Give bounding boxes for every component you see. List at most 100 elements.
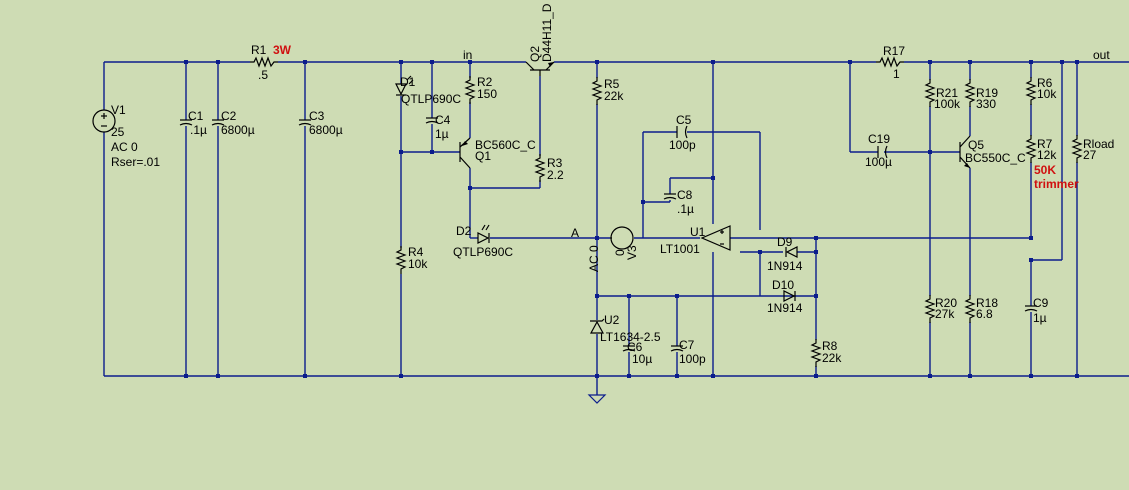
r3-resistor-symbol[interactable] (535, 153, 545, 183)
r8-resistor-symbol[interactable] (811, 338, 821, 368)
in-label: in (463, 48, 472, 62)
c2-value: 6800µ (221, 123, 255, 137)
d9-value: 1N914 (767, 259, 803, 273)
r1-resistor-symbol[interactable] (250, 56, 278, 68)
c19-capacitor-symbol[interactable] (877, 145, 888, 159)
r19-resistor-symbol[interactable] (965, 78, 975, 108)
r5-name: R5 (604, 77, 620, 91)
u1-opamp-symbol[interactable] (700, 225, 731, 251)
v1-source-symbol[interactable] (92, 109, 116, 133)
r17-name: R17 (883, 44, 905, 58)
c7-value: 100p (679, 352, 706, 366)
c5-value: 100p (669, 138, 696, 152)
c4-name: C4 (435, 113, 451, 127)
c19-value: 100µ (865, 155, 892, 169)
q5-name: Q5 (968, 138, 984, 152)
c2-name: C2 (221, 109, 237, 123)
r19-name: R19 (976, 86, 998, 100)
u2-value: LT1634-2.5 (600, 330, 661, 344)
r4-value: 10k (408, 257, 428, 271)
d1-value: QTLP690C (401, 92, 461, 106)
r20-value: 27k (935, 307, 955, 321)
c5-name: C5 (676, 113, 692, 127)
d10-diode-symbol[interactable] (783, 290, 796, 302)
r21-value: 100k (934, 97, 961, 111)
c3-value: 6800µ (309, 123, 343, 137)
r2-name: R2 (477, 75, 493, 89)
r7-name: R7 (1037, 137, 1053, 151)
v1-rser: Rser=.01 (111, 155, 160, 169)
u2-reference-symbol[interactable] (589, 318, 605, 334)
c9-value: 1µ (1033, 311, 1047, 325)
c5-capacitor-symbol[interactable] (676, 125, 688, 139)
c8-value: .1µ (677, 202, 694, 216)
d2-led-symbol[interactable] (477, 224, 490, 244)
c1-name: C1 (188, 109, 204, 123)
q2-name: Q2 (528, 46, 542, 62)
r17-value: 1 (893, 67, 900, 81)
c8-name: C8 (677, 188, 693, 202)
c3-name: C3 (309, 109, 325, 123)
q5-value: BC550C_C (965, 151, 1026, 165)
v1-ac: AC 0 (111, 140, 138, 154)
r3-value: 2.2 (547, 168, 564, 182)
r2-resistor-symbol[interactable] (465, 75, 475, 105)
v3-name: V3 (625, 245, 639, 260)
r7-resistor-symbol[interactable] (1026, 134, 1036, 164)
r1-note: 3W (273, 43, 292, 57)
r21-resistor-symbol[interactable] (925, 78, 935, 108)
r1-value: .5 (258, 68, 268, 82)
v3-ac: AC 0 (587, 245, 601, 272)
u2-name: U2 (604, 313, 620, 327)
component-labels: V1 25 AC 0 Rser=.01 C1 .1µ C2 6800µ R1 3… (111, 3, 1114, 366)
r5-value: 22k (604, 89, 624, 103)
r8-value: 22k (822, 351, 842, 365)
r6-resistor-symbol[interactable] (1026, 76, 1036, 106)
q5-transistor-symbol[interactable] (959, 135, 971, 169)
v3-value: 0 (613, 249, 627, 256)
r17-resistor-symbol[interactable] (876, 56, 904, 68)
d1-led-symbol[interactable] (395, 75, 414, 96)
v1-value: 25 (111, 125, 125, 139)
r4-name: R4 (408, 245, 424, 259)
r7-value: 12k (1037, 148, 1057, 162)
junction-dots (184, 60, 1079, 378)
r1-name: R1 (251, 43, 267, 57)
d1-name: D1 (400, 75, 416, 89)
r18-value: 6.8 (976, 307, 993, 321)
u1-value: LT1001 (660, 242, 700, 256)
r7-note-50k: 50K (1034, 163, 1056, 177)
d10-value: 1N914 (767, 301, 803, 315)
q2-transistor-symbol[interactable] (525, 61, 555, 76)
u1-name: U1 (690, 225, 706, 239)
q1-name: Q1 (475, 149, 491, 163)
r2-value: 150 (477, 87, 497, 101)
r20-name: R20 (935, 296, 957, 310)
r20-resistor-symbol[interactable] (925, 294, 935, 324)
r5-resistor-symbol[interactable] (592, 76, 602, 106)
r3-name: R3 (547, 156, 563, 170)
d9-name: D9 (777, 235, 793, 249)
r7-note-trimmer: trimmer (1034, 177, 1079, 191)
r4-resistor-symbol[interactable] (396, 245, 406, 275)
v3-source-symbol[interactable] (610, 226, 634, 250)
r18-resistor-symbol[interactable] (965, 294, 975, 324)
rload-value: 27 (1083, 148, 1097, 162)
q1-value: BC560C_C (475, 138, 536, 152)
a-label: A (571, 226, 579, 240)
c6-name: C6 (627, 340, 643, 354)
r21-name: R21 (936, 86, 958, 100)
rload-resistor-symbol[interactable] (1072, 134, 1082, 164)
d10-name: D10 (772, 278, 794, 292)
c4-value: 1µ (435, 127, 449, 141)
q1-transistor-symbol[interactable] (459, 137, 471, 169)
d9-diode-symbol[interactable] (785, 246, 798, 258)
c8-capacitor-symbol[interactable] (663, 193, 677, 200)
d2-value: QTLP690C (453, 245, 513, 259)
out-label: out (1093, 48, 1110, 62)
r18-name: R18 (976, 296, 998, 310)
v1-name: V1 (111, 103, 126, 117)
c1-value: .1µ (190, 123, 207, 137)
rload-name: Rload (1083, 137, 1114, 151)
